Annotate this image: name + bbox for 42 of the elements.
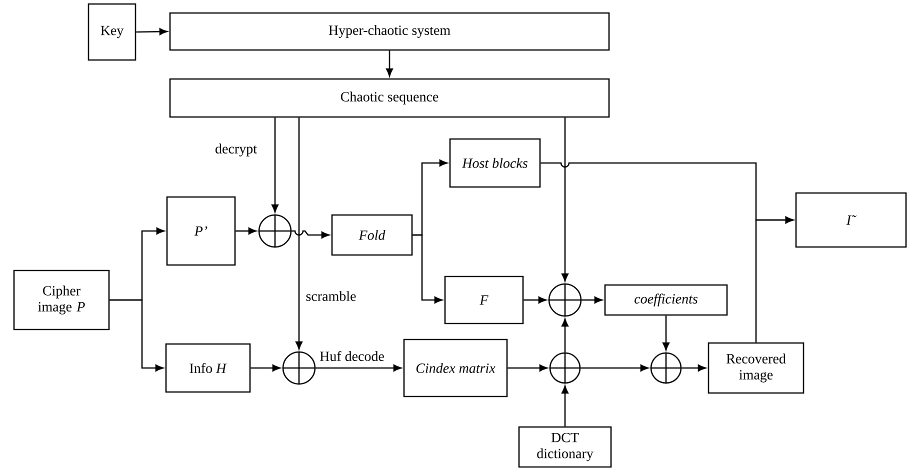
arrow (524, 296, 546, 304)
arrow (250, 364, 280, 372)
process-box: Cipher image P (13, 270, 110, 330)
arrow (508, 364, 548, 372)
arrow (582, 296, 602, 304)
arrow (682, 364, 706, 372)
process-box: coefficients (604, 284, 728, 316)
process-box: I˜ (795, 192, 907, 248)
process-box: Recovered image (708, 342, 804, 394)
arrow (136, 28, 168, 36)
process-box: F (444, 276, 524, 324)
arrow (580, 364, 648, 372)
xor-symbol (548, 282, 582, 318)
xor-symbol (650, 352, 682, 384)
process-box: Fold (331, 214, 413, 256)
edge-label: decrypt (216, 144, 257, 156)
arrow (296, 118, 302, 350)
arrow (412, 234, 442, 304)
arrow (272, 118, 278, 212)
arrow (562, 386, 568, 426)
arrow (236, 228, 256, 234)
arrow (755, 216, 794, 342)
xor-symbol (548, 352, 582, 384)
process-box: P’ (166, 196, 236, 266)
process-box: Info H (165, 343, 251, 393)
arrow (316, 364, 402, 372)
arrow (386, 50, 393, 76)
process-box: Hyper-chaotic system (169, 12, 610, 51)
process-box: DCT dictionary (518, 426, 612, 468)
edge-label: Huf decode (318, 350, 386, 362)
process-box: Cindex matrix (403, 338, 508, 398)
arrow (110, 299, 164, 372)
arrow (662, 316, 670, 350)
arrow (292, 230, 330, 238)
xor-symbol (282, 350, 316, 386)
edge-label: scramble (306, 291, 356, 301)
process-box: Chaotic sequence (169, 78, 610, 118)
arrow (562, 318, 568, 352)
process-box: Host blocks (449, 138, 541, 188)
arrow (562, 118, 568, 282)
process-box: Key (88, 3, 136, 61)
xor-symbol (258, 214, 292, 248)
